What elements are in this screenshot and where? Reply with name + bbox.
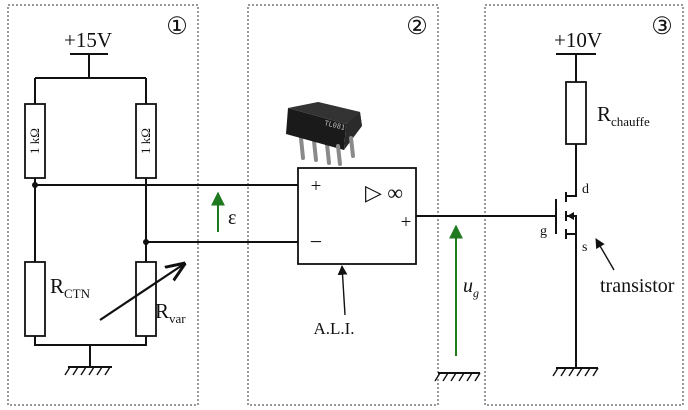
section-1-frame xyxy=(7,4,199,406)
resistor-var-label: Rvar xyxy=(155,299,186,326)
gate-label: g xyxy=(540,224,547,239)
section-2-number: ② xyxy=(406,14,428,40)
section-2-frame xyxy=(247,4,439,406)
bridge-top-wires xyxy=(34,54,147,104)
opamp-plus-input: + xyxy=(311,176,322,197)
resistor-ctn-label: RCTN xyxy=(50,274,91,301)
ug-label: ug xyxy=(463,275,479,300)
chip-photo: TL081 xyxy=(286,102,362,166)
epsilon-label: ε xyxy=(228,207,236,229)
section-1-number: ① xyxy=(166,14,188,40)
supply-15v-label: +15V xyxy=(64,28,112,52)
drain-label: d xyxy=(582,182,589,197)
resistor-r1: 1 kΩ xyxy=(24,103,46,179)
bridge-mid-wires xyxy=(34,178,147,262)
transistor-label: transistor xyxy=(600,275,675,297)
bridge-bottom-wires xyxy=(34,336,147,367)
source-label: s xyxy=(582,240,587,255)
supply-10v-label: +10V xyxy=(554,28,602,52)
transistor-pointer-arrow xyxy=(595,238,615,271)
ali-pointer-arrow xyxy=(337,265,348,316)
resistor-chauffe-label: Rchauffe xyxy=(597,102,650,129)
resistor-chauffe xyxy=(565,81,587,145)
variable-arrow xyxy=(99,264,184,321)
resistor-r2: 1 kΩ xyxy=(135,103,157,179)
resistor-r1-label: 1 kΩ xyxy=(27,128,42,154)
resistor-r2-label: 1 kΩ xyxy=(138,128,153,154)
section-3-number: ③ xyxy=(651,14,673,40)
section-3-frame xyxy=(484,4,684,406)
opamp-minus-input: − xyxy=(310,229,322,254)
ground-symbol-1 xyxy=(64,366,112,376)
resistor-ctn xyxy=(24,261,46,337)
input-wires xyxy=(35,184,298,243)
opamp-output-plus: + xyxy=(401,212,412,233)
opamp-symbol: ▷ ∞ xyxy=(365,180,403,205)
opamp-box xyxy=(297,167,417,265)
mosfet-transistor xyxy=(555,144,577,368)
ali-label: A.L.I. xyxy=(313,319,354,338)
resistor-var xyxy=(99,262,184,337)
ground-symbol-3 xyxy=(552,367,599,377)
ground-symbol-2 xyxy=(434,372,481,382)
